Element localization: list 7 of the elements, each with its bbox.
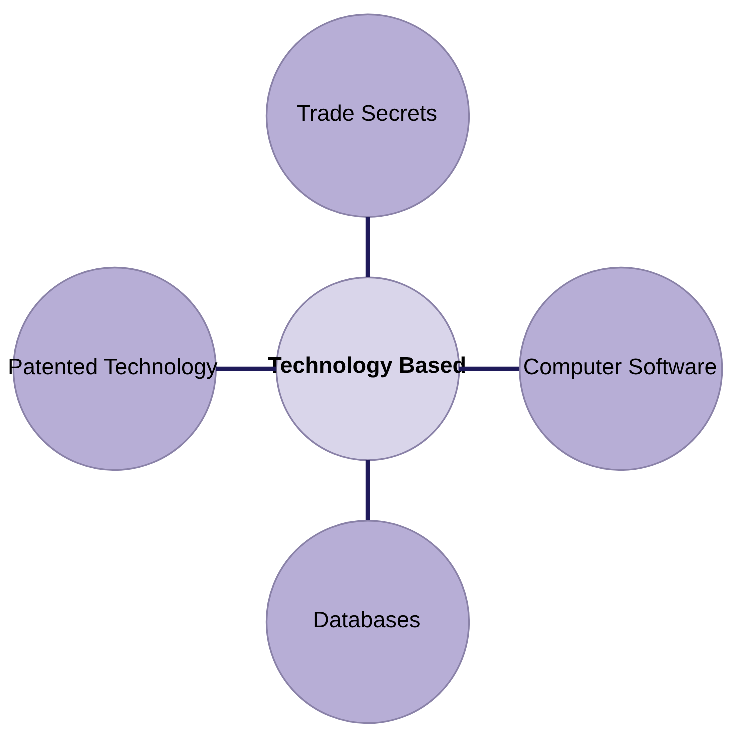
node-circle: Databases	[266, 520, 470, 724]
connector	[366, 460, 370, 520]
connector	[459, 366, 520, 371]
node-circle: Computer Software	[519, 266, 724, 471]
connector	[216, 366, 276, 371]
connector	[366, 216, 370, 277]
node-circle: Trade Secrets	[266, 13, 470, 218]
